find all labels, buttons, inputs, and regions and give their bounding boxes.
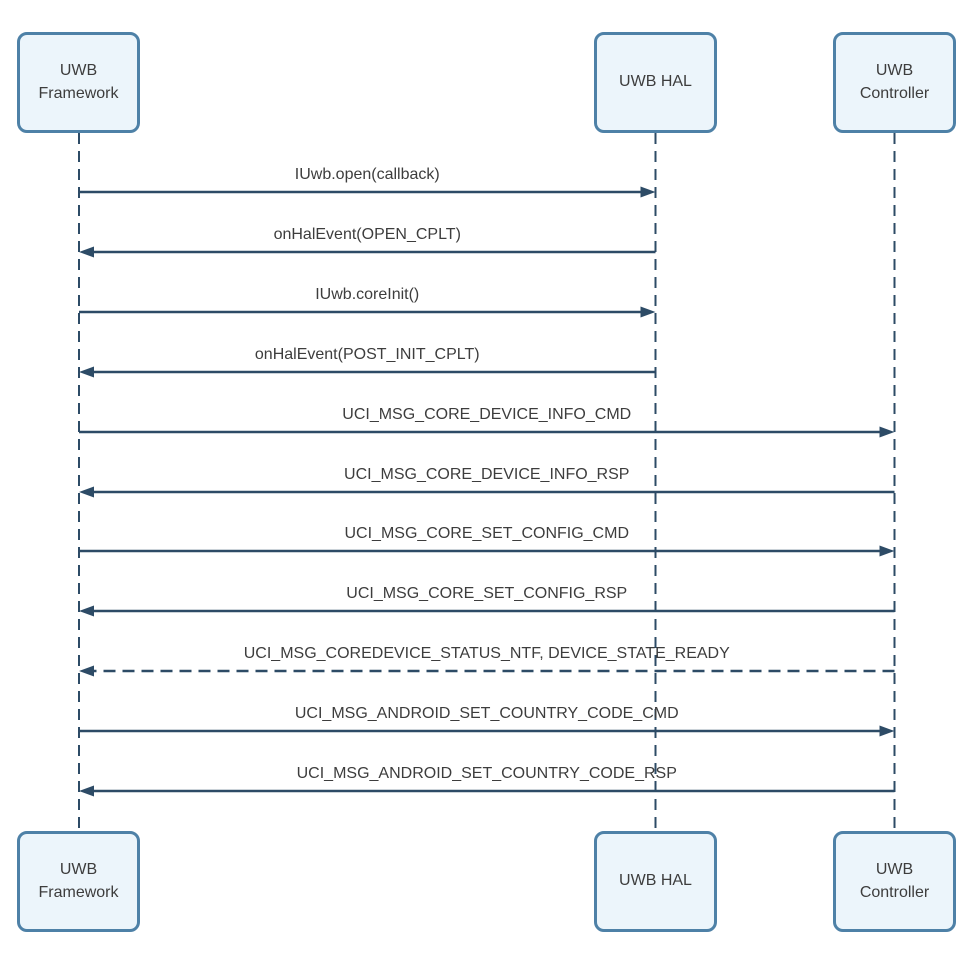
participant-label: UWB HAL xyxy=(619,73,692,91)
message-label: UCI_MSG_CORE_DEVICE_INFO_RSP xyxy=(344,466,630,483)
message-arrowhead-icon xyxy=(640,186,656,198)
message-label: UCI_MSG_ANDROID_SET_COUNTRY_CODE_CMD xyxy=(294,705,679,722)
participant-uwb-controller-top: UWB Controller xyxy=(833,32,956,133)
message-label: onHalEvent(OPEN_CPLT) xyxy=(273,226,461,243)
message-arrowhead-icon xyxy=(879,545,895,557)
participant-uwb-hal-top: UWB HAL xyxy=(594,32,717,133)
participant-label: UWB HAL xyxy=(619,872,692,890)
message-arrowhead-icon xyxy=(879,426,895,438)
message-label: UCI_MSG_CORE_SET_CONFIG_RSP xyxy=(346,585,628,602)
message-label: onHalEvent(POST_INIT_CPLT) xyxy=(254,346,480,363)
message-arrowhead-icon xyxy=(79,246,94,258)
message-label: IUwb.open(callback) xyxy=(294,166,440,183)
participant-uwb-framework-top: UWB Framework xyxy=(17,32,140,133)
message-label: UCI_MSG_ANDROID_SET_COUNTRY_CODE_RSP xyxy=(296,765,677,782)
participant-label: UWB Framework xyxy=(38,861,119,901)
participant-uwb-controller-bottom: UWB Controller xyxy=(833,831,956,932)
message-arrowhead-icon xyxy=(79,665,94,677)
participant-label: UWB Controller xyxy=(859,62,930,102)
message-arrowhead-icon xyxy=(640,306,656,318)
message-arrowhead-icon xyxy=(79,486,94,498)
participant-label: UWB Framework xyxy=(38,62,119,102)
message-label: UCI_MSG_COREDEVICE_STATUS_NTF, DEVICE_ST… xyxy=(243,645,730,662)
message-label: UCI_MSG_CORE_SET_CONFIG_CMD xyxy=(344,525,630,542)
message-arrowhead-icon xyxy=(879,725,895,737)
message-arrowhead-icon xyxy=(79,785,94,797)
message-label: UCI_MSG_CORE_DEVICE_INFO_CMD xyxy=(342,406,632,423)
message-label: IUwb.coreInit() xyxy=(315,286,420,303)
participant-uwb-framework-bottom: UWB Framework xyxy=(17,831,140,932)
message-arrowhead-icon xyxy=(79,605,94,617)
participant-label: UWB Controller xyxy=(859,861,930,901)
participant-uwb-hal-bottom: UWB HAL xyxy=(594,831,717,932)
message-arrowhead-icon xyxy=(79,366,94,378)
